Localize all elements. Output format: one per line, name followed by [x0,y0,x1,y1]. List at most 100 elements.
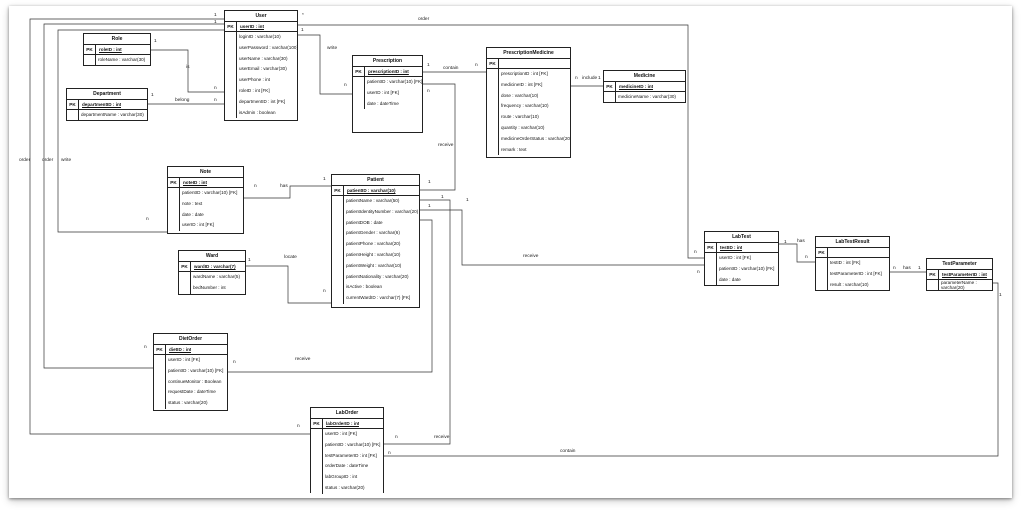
attribute: bedNumber : int [193,284,226,290]
pk-field [499,59,502,68]
edge-user-labtest [298,24,704,259]
pk-field: roleID : int [99,47,122,52]
rel-label-has-note: has [280,184,288,189]
cardinality-marker: 1 [466,198,469,203]
rel-label-write-left: write [61,158,72,163]
rel-label-include: include [582,76,598,81]
edge-patient-laborder [384,199,451,445]
pk-label: PK [487,59,499,68]
cardinality-marker: 1 [427,63,430,68]
pk-label: PK [311,419,323,428]
entity-title: Role [84,34,150,45]
cardinality-marker: n [214,86,217,91]
entity-dietorder[interactable]: DietOrder PK dietID : int userID : int [… [153,333,228,411]
pk-label: PK [225,22,237,31]
attribute: route : varchar(10) [501,114,539,120]
edge-patient-note [244,185,331,199]
entity-prescription[interactable]: Prescription PK prescriptionID : int pat… [352,55,423,133]
entity-labtest[interactable]: LabTest PK testID : int userID : int [FK… [704,231,779,286]
attribute: status : varchar(20) [168,400,208,406]
attribute: date : date [719,276,741,282]
entity-patient[interactable]: Patient PK patientID : varchar(10) patie… [331,174,420,308]
attribute: userID : int [FK] [182,222,214,228]
pk-label: PK [67,100,79,109]
attribute: patientHeight : varchar(10) [346,251,401,257]
cardinality-marker: 1 [151,93,154,98]
attribute: requestDate : dateTime [168,389,216,395]
attribute: userID : int [FK] [367,89,399,95]
attribute: remark : text [501,146,527,152]
attribute: parameterName : varchar(20) [941,280,977,290]
rel-label-receive-labtest: receive [523,254,539,259]
cardinality-marker: n [144,345,147,350]
pk-label: PK [168,178,180,187]
attribute-list: patientID : varchar(10) [FK] userID : in… [353,77,422,110]
cardinality-marker: n [694,250,697,255]
edge-user-prescription [298,34,352,95]
entity-department[interactable]: Department PK departmentID : int departm… [66,88,148,121]
attribute: patientID : varchar(10) [FK] [367,79,422,84]
entity-note[interactable]: Note PK noteID : int patientID : varchar… [167,166,244,234]
edge-user-dietorder [43,23,224,369]
edge-ward-patient [246,265,331,304]
attribute: result : varchar(10) [830,281,869,287]
attribute: wardName : varchar(5) [193,274,240,279]
cardinality-marker: 1 [248,258,251,263]
cardinality-marker: n [254,184,257,189]
attribute: userID : int [FK] [168,357,200,362]
attribute: labGroupID : int [325,474,358,480]
pk-row: PK dietID : int [154,345,227,355]
pk-label: PK [816,248,828,257]
attribute-list: parameterName : varchar(20) [927,280,992,291]
pk-row: PK roleID : int [84,45,150,55]
attribute-list: testID : int [FK] testParameterID : int … [816,258,889,291]
pk-label: PK [332,186,344,195]
pk-label: PK [84,45,96,54]
cardinality-marker: n [893,266,896,271]
entity-labtestresult[interactable]: LabTestResult PK testID : int [FK] testP… [815,236,890,291]
attribute: isActive : boolean [346,284,383,290]
pk-row: PK patientID : varchar(10) [332,186,419,196]
entity-user[interactable]: User PK userID : int loginID : varchar(1… [224,10,298,121]
attribute: userID : int [FK] [719,255,751,260]
cardinality-marker: n [697,270,700,275]
entity-ward[interactable]: Ward PK wardID : varchar(7) wardName : v… [178,250,246,295]
pk-field: userID : int [240,24,264,29]
cardinality-marker: n [395,435,398,440]
attribute-list: medicineName : varchar(30) [604,92,685,103]
entity-title: User [225,11,297,22]
pk-label: PK [705,243,717,252]
entity-testparameter[interactable]: TestParameter PK testParameterID : int p… [926,258,993,291]
entity-title: Prescription [353,56,422,67]
cardinality-marker: n [297,424,300,429]
cardinality-marker: n [233,360,236,365]
pk-row: PK prescriptionID : int [353,67,422,77]
pk-field: dietID : int [169,347,192,352]
entity-laborder[interactable]: LabOrder PK labOrderID : int userID : in… [310,407,384,494]
entity-medicine[interactable]: Medicine PK medicineID : int medicineNam… [603,70,686,103]
cardinality-marker: n [344,83,347,88]
attribute: patientID : varchar(10) [FK] [168,367,224,373]
rel-label-contain-bottom: contain [560,449,576,454]
pk-label: PK [154,345,166,354]
attribute: testParameterID : int [FK] [325,452,377,458]
attribute: departmentName : varchar(30) [81,112,144,117]
attribute-list: departmentName : varchar(30) [67,110,147,121]
entity-prescription-medicine[interactable]: PrescriptionMedicine PK prescriptionID :… [486,47,571,158]
entity-title: Medicine [604,71,685,82]
cardinality-marker: n [388,451,391,456]
attribute: frequency : varchar(10) [501,103,549,109]
pk-row: PK [487,59,570,69]
entity-title: Note [168,167,243,178]
cardinality-marker: n [427,89,430,94]
cardinality-marker: n [475,63,478,68]
cardinality-marker: 1 [784,240,787,245]
entity-role[interactable]: Role PK roleID : int roleName : varchar(… [83,33,151,66]
attribute: patientWeight : varchar(10) [346,262,402,268]
pk-label: PK [353,67,365,76]
edge-labtest-result [779,243,815,263]
attribute: userEmail : varchar(30) [239,66,287,72]
edge-role-user [151,49,224,93]
attribute-list: userID : int [FK] patientID : varchar(10… [705,253,778,286]
pk-row: PK testParameterID : int [927,270,992,280]
